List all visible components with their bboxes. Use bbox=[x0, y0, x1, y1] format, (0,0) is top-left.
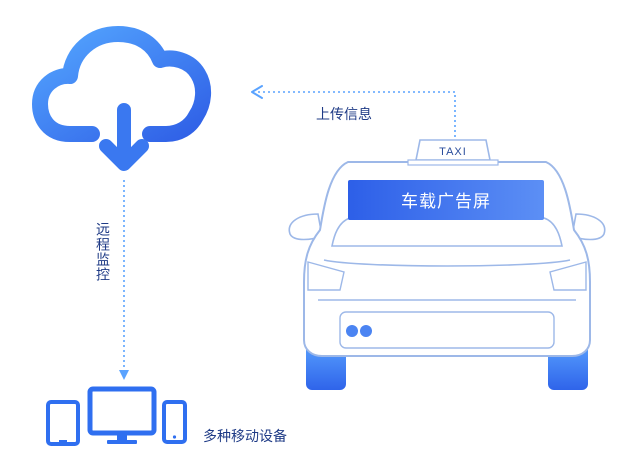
remote-monitor-label: 远程监控 bbox=[94, 222, 110, 282]
tablet-icon bbox=[46, 400, 80, 446]
taxi-sign-label: TAXI bbox=[439, 146, 467, 158]
rear-window bbox=[331, 217, 563, 247]
monitor-icon bbox=[87, 386, 157, 444]
upload-connector bbox=[251, 85, 456, 142]
devices-label: 多种移动设备 bbox=[203, 429, 287, 445]
exhaust-right bbox=[360, 325, 372, 337]
ad-screen bbox=[348, 180, 544, 220]
taxi-icon bbox=[288, 139, 606, 390]
cloud-download-icon bbox=[32, 26, 211, 171]
ad-screen-label: 车载广告屏 bbox=[401, 192, 491, 212]
upload-label: 上传信息 bbox=[316, 107, 372, 123]
exhaust-left bbox=[346, 325, 358, 337]
phone-icon bbox=[162, 400, 187, 444]
monitor-connector bbox=[119, 180, 129, 380]
